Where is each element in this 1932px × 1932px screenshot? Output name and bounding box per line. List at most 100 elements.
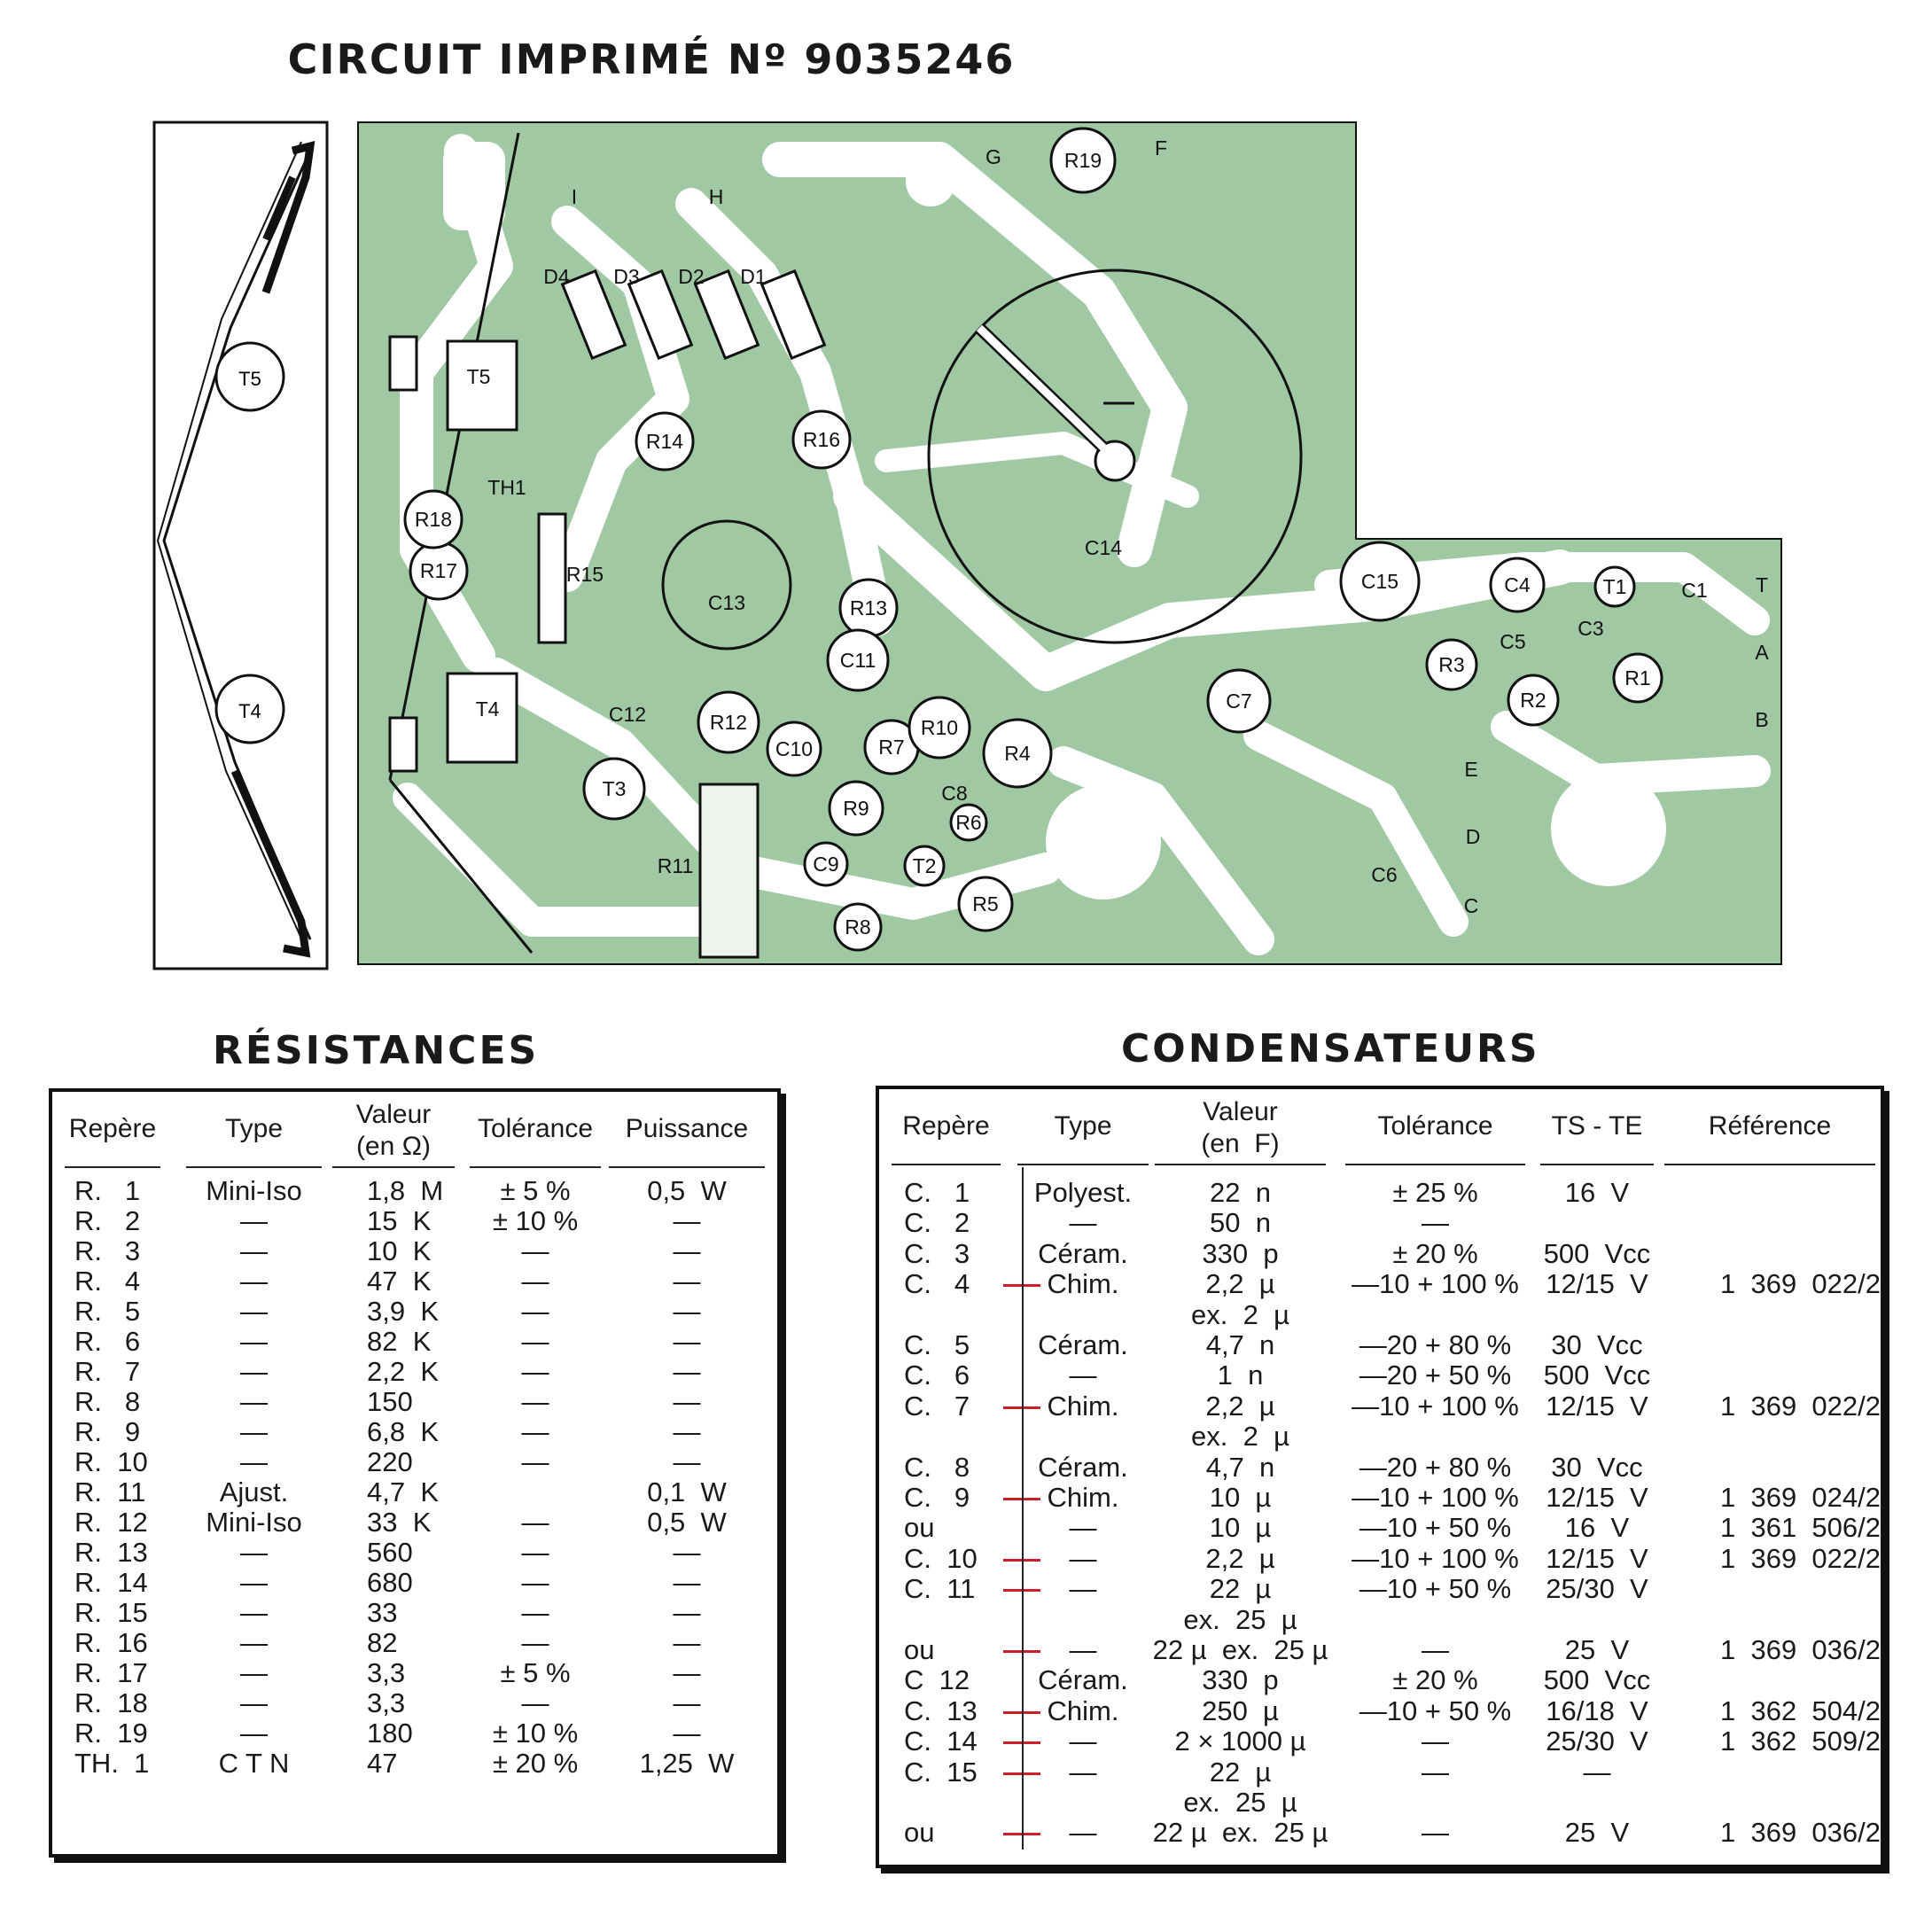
cond-cell: ou bbox=[904, 1634, 935, 1665]
svg-text:T4: T4 bbox=[238, 700, 261, 722]
cond-cell: 50 n bbox=[1210, 1207, 1271, 1239]
board-label-c6: C6 bbox=[1371, 863, 1397, 886]
cond-cell: ex. 2 µ bbox=[1191, 1421, 1289, 1453]
board-label-c3: C3 bbox=[1578, 617, 1603, 640]
board-label-r19: R19 bbox=[1064, 149, 1102, 172]
page-title: CIRCUIT IMPRIMÉ Nº 9035246 bbox=[287, 35, 1016, 83]
cond-cell: —10 + 50 % bbox=[1359, 1694, 1512, 1726]
cond-cell: — bbox=[1069, 1573, 1097, 1605]
board-label-c1: C1 bbox=[1681, 579, 1707, 602]
board-label-c7: C7 bbox=[1226, 689, 1251, 713]
res-cell: Mini-Iso bbox=[206, 1507, 302, 1538]
cond-cell: 12/15 V bbox=[1546, 1482, 1648, 1513]
cond-cell: 30 Vcc bbox=[1551, 1451, 1643, 1483]
diodes bbox=[560, 269, 827, 361]
res-cell: R. 15 bbox=[74, 1597, 148, 1628]
cond-cell: — bbox=[1422, 1817, 1449, 1849]
res-cell: 33 bbox=[367, 1597, 398, 1628]
cond-cell: 16 V bbox=[1564, 1177, 1630, 1208]
res-cell: — bbox=[521, 1446, 549, 1477]
res-cell: R. 7 bbox=[74, 1356, 141, 1387]
res-cell: — bbox=[240, 1356, 268, 1387]
res-cell: ± 20 % bbox=[492, 1748, 579, 1779]
cond-cell: C. 6 bbox=[904, 1359, 970, 1391]
t4-screw bbox=[388, 716, 418, 773]
res-cell: 33 K bbox=[367, 1507, 432, 1538]
res-cell: — bbox=[673, 1386, 701, 1417]
board-label-c4: C4 bbox=[1504, 573, 1531, 596]
board-label-d1: D1 bbox=[740, 265, 766, 288]
res-cell: — bbox=[521, 1386, 549, 1417]
cond-cell: Céram. bbox=[1038, 1664, 1128, 1696]
res-cell: Mini-Iso bbox=[206, 1175, 302, 1206]
c14-capacitor bbox=[927, 269, 1303, 644]
board-label-t2: T2 bbox=[913, 854, 937, 877]
res-cell: R. 19 bbox=[74, 1718, 148, 1749]
r2-outline bbox=[1507, 674, 1560, 727]
res-cell: — bbox=[240, 1235, 268, 1266]
res-cell: 0,1 W bbox=[647, 1476, 727, 1507]
c15-outline bbox=[1339, 541, 1421, 622]
t5-profile-circle bbox=[214, 341, 285, 412]
cond-cell: — bbox=[1069, 1359, 1097, 1391]
res-cell: R. 4 bbox=[74, 1266, 141, 1297]
circuit-board-diagram: T5 T4 bbox=[152, 121, 1782, 970]
cond-cell: 1 362 509/2 bbox=[1720, 1726, 1881, 1757]
res-cell: R. 1 bbox=[74, 1175, 141, 1206]
cond-cell: 1 362 504/2 bbox=[1720, 1694, 1881, 1726]
res-cell: R. 8 bbox=[74, 1386, 141, 1417]
cond-cell: 250 µ bbox=[1202, 1694, 1279, 1726]
board-label-c13: C13 bbox=[708, 591, 745, 614]
cond-cell: —10 + 100 % bbox=[1352, 1390, 1519, 1422]
res-cell: — bbox=[240, 1386, 268, 1417]
t2-outline bbox=[903, 845, 946, 887]
cond-header-0: Repère bbox=[902, 1111, 990, 1141]
cond-cell: ou bbox=[904, 1817, 935, 1849]
res-cell: — bbox=[521, 1537, 549, 1568]
board-label-r2: R2 bbox=[1520, 689, 1546, 712]
cond-cell: 500 Vcc bbox=[1543, 1359, 1651, 1391]
cond-cell: C. 11 bbox=[904, 1573, 976, 1605]
res-header-2: Valeur (en Ω) bbox=[355, 1100, 432, 1161]
board-label-c9: C9 bbox=[813, 853, 838, 876]
res-cell: — bbox=[673, 1567, 701, 1598]
res-cell: 10 K bbox=[367, 1235, 432, 1266]
res-cell: — bbox=[521, 1687, 549, 1718]
res-cell: — bbox=[673, 1296, 701, 1327]
res-cell: — bbox=[521, 1416, 549, 1447]
res-cell: 15 K bbox=[367, 1205, 432, 1236]
res-cell: — bbox=[240, 1205, 268, 1236]
cond-cell: 1 369 022/2 bbox=[1720, 1390, 1881, 1422]
cond-cell: ± 20 % bbox=[1392, 1664, 1478, 1696]
res-cell: 82 K bbox=[367, 1326, 432, 1357]
r10-outline bbox=[908, 696, 971, 760]
res-cell: R. 18 bbox=[74, 1687, 148, 1718]
res-header-0: Repère bbox=[68, 1114, 157, 1143]
res-cell: R. 3 bbox=[74, 1235, 141, 1266]
res-cell: — bbox=[673, 1657, 701, 1688]
cond-cell: 4,7 n bbox=[1205, 1451, 1275, 1483]
cond-cell: —10 + 100 % bbox=[1352, 1542, 1519, 1574]
cond-cell: 2 × 1000 µ bbox=[1174, 1726, 1306, 1757]
board-label-c: C bbox=[1464, 894, 1479, 917]
board-label-b: B bbox=[1755, 708, 1768, 731]
cond-cell: ou bbox=[904, 1512, 935, 1544]
res-cell: R. 17 bbox=[74, 1657, 148, 1688]
res-cell: — bbox=[240, 1266, 268, 1297]
cond-cell: 330 p bbox=[1202, 1237, 1279, 1269]
board-label-e: E bbox=[1464, 758, 1477, 781]
cond-header-4: TS - TE bbox=[1551, 1111, 1643, 1141]
cond-cell: — bbox=[1069, 1756, 1097, 1788]
cond-cell: 12/15 V bbox=[1546, 1268, 1648, 1300]
res-cell: 0,5 W bbox=[647, 1175, 727, 1206]
bracket-line bbox=[388, 132, 520, 781]
res-cell: — bbox=[240, 1627, 268, 1658]
res-cell: — bbox=[521, 1627, 549, 1658]
res-header-3: Tolérance bbox=[477, 1114, 594, 1143]
cond-cell: — bbox=[1422, 1207, 1449, 1239]
res-cell: ± 10 % bbox=[492, 1718, 579, 1749]
cond-cell: —10 + 100 % bbox=[1352, 1268, 1519, 1300]
res-cell: Ajust. bbox=[219, 1476, 289, 1507]
res-cell: TH. 1 bbox=[74, 1748, 150, 1779]
res-cell: C T N bbox=[218, 1748, 290, 1779]
